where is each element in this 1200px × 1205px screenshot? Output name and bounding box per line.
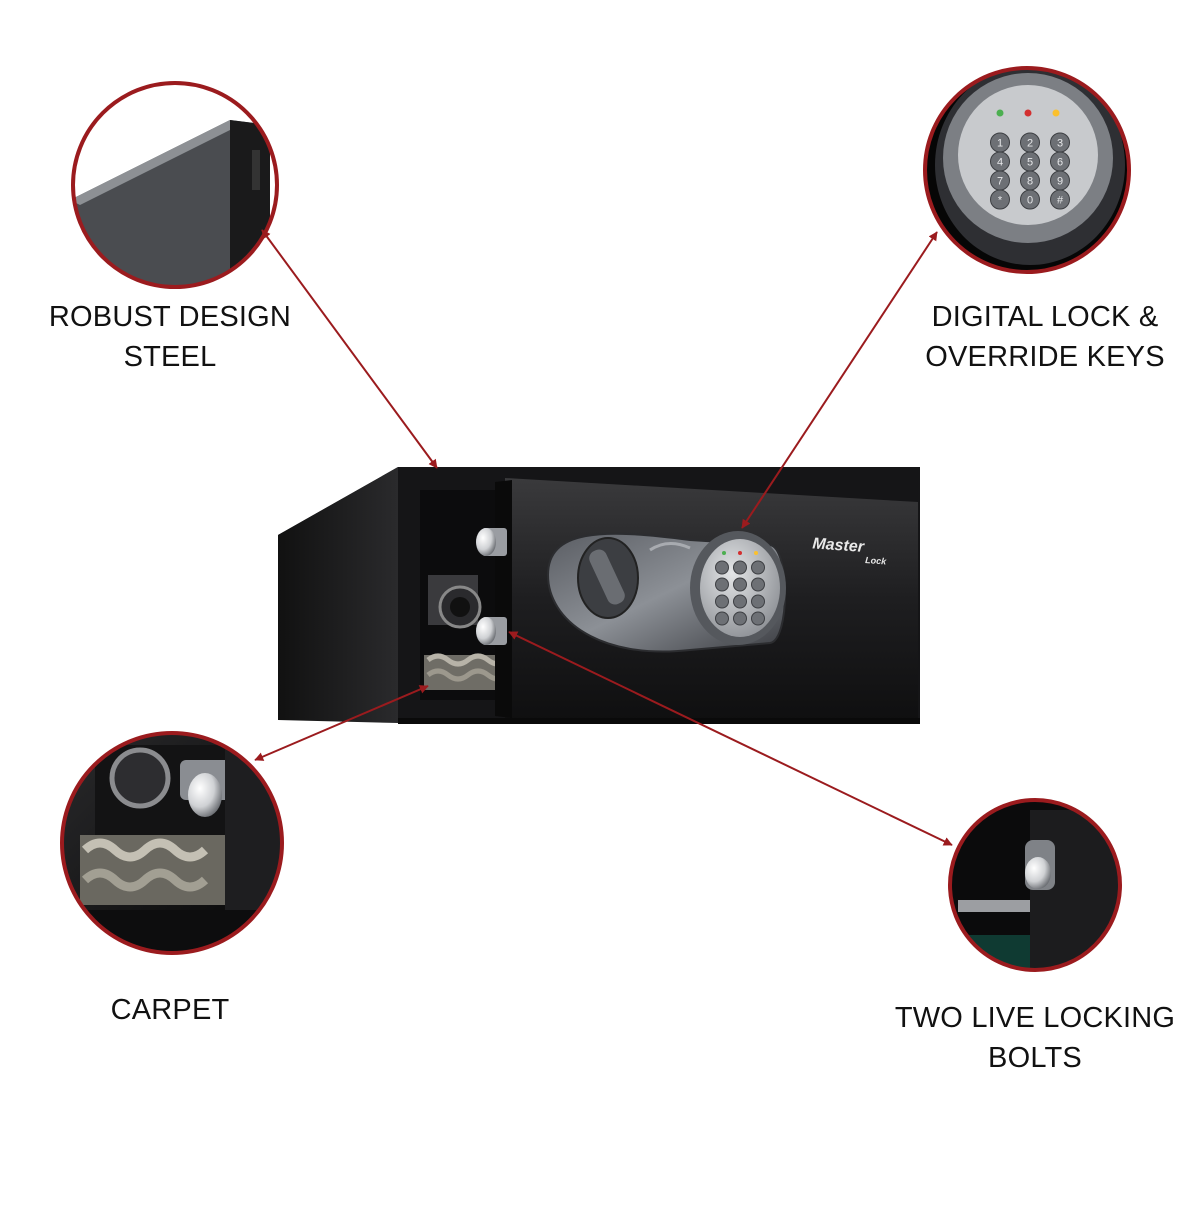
keypad-key	[1020, 189, 1040, 210]
carpet-closeup-icon	[60, 731, 284, 955]
keypad-key	[751, 560, 765, 575]
keypad-key-label: 0	[1027, 194, 1033, 206]
arrow-bolts	[508, 631, 953, 846]
keypad-key	[733, 611, 747, 626]
label-two-live-locking-bolts: TWO LIVE LOCKING BOLTS	[890, 998, 1180, 1078]
keypad-key	[990, 189, 1010, 210]
keypad-key-label: 7	[997, 175, 1003, 187]
label-robust-design-steel: ROBUST DESIGN STEEL	[40, 297, 300, 377]
keypad-key	[715, 594, 729, 609]
keypad-key	[751, 611, 765, 626]
arrow-robust	[261, 229, 438, 469]
keypad-key	[751, 594, 765, 609]
keypad-key	[733, 594, 747, 609]
svg-text:Lock: Lock	[865, 555, 888, 567]
keypad-key	[715, 577, 729, 592]
locking-bolt-closeup-icon	[948, 798, 1122, 972]
locking-bolt-upper	[476, 528, 507, 556]
steel-corner-closeup-icon	[71, 81, 279, 289]
status-led	[738, 551, 742, 555]
keypad-key	[733, 560, 747, 575]
keypad-key	[715, 560, 729, 575]
status-led	[754, 551, 758, 555]
arrow-carpet	[254, 685, 429, 761]
keypad-key-label: 8	[1027, 175, 1033, 187]
safe-keypad	[715, 551, 765, 626]
keypad-key-label: *	[998, 194, 1003, 206]
keypad-key-label: 1	[997, 137, 1003, 149]
brand-logo: Master Lock	[812, 535, 888, 566]
keypad-key-label: 9	[1057, 175, 1063, 187]
label-line: OVERRIDE KEYS	[925, 341, 1165, 373]
label-line: CARPET	[110, 994, 230, 1026]
keypad-key-label: 2	[1027, 137, 1033, 149]
keypad-key	[715, 611, 729, 626]
label-line: STEEL	[123, 341, 217, 373]
keypad-closeup-icon: 1 2 3 4 5 6 7 8 9 * 0 #	[923, 66, 1131, 274]
safe-product: Master Lock	[278, 467, 920, 724]
arrow-digital	[741, 231, 938, 529]
label-digital-lock: DIGITAL LOCK & OVERRIDE KEYS	[910, 297, 1180, 377]
locking-bolt-lower	[476, 617, 507, 645]
keypad-key	[1050, 189, 1070, 210]
keypad-key	[733, 577, 747, 592]
callout-arrows	[254, 229, 953, 846]
keypad-key-label: #	[1057, 194, 1064, 206]
label-line: TWO LIVE LOCKING	[894, 1002, 1176, 1034]
keypad-key	[751, 577, 765, 592]
keypad-key-label: 4	[997, 156, 1003, 168]
status-led	[1052, 109, 1060, 117]
label-line: BOLTS	[988, 1042, 1082, 1074]
svg-text:Master: Master	[812, 535, 865, 556]
status-led	[1024, 109, 1032, 117]
keypad-key-label: 5	[1027, 156, 1033, 168]
keypad-key-label: 3	[1057, 137, 1063, 149]
keypad-key-label: 6	[1057, 156, 1063, 168]
label-line: ROBUST DESIGN	[48, 301, 292, 333]
label-carpet: CARPET	[70, 990, 270, 1030]
label-line: DIGITAL LOCK &	[931, 301, 1159, 333]
status-led	[996, 109, 1004, 117]
status-led	[722, 551, 726, 555]
